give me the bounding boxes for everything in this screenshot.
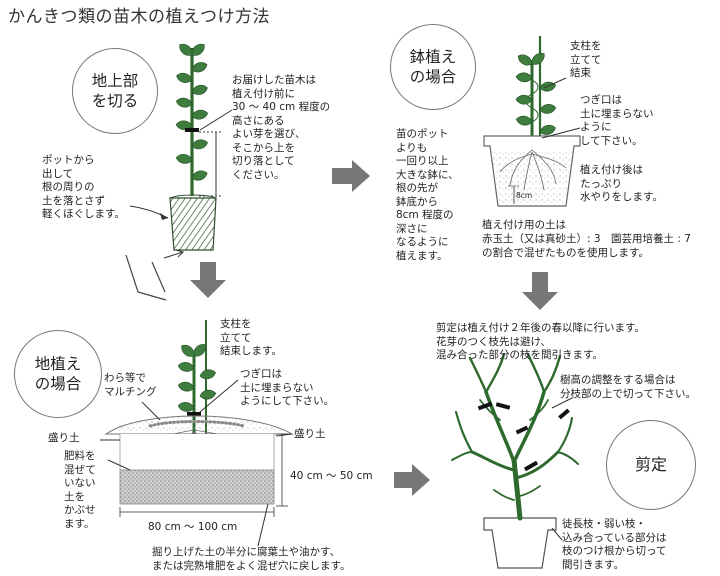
ground-planting-illustration (100, 320, 294, 547)
mulch-note: わら等で マルチング (104, 372, 157, 398)
backfill-note: 掘り上げた土の半分に腐葉土や油かす、 または完熟堆肥をよく混ぜ穴に戻します。 (152, 546, 351, 572)
pot-water-note: 植え付け後は たっぷり 水やりをします。 (580, 164, 663, 203)
mound-left-label: 盛り土 (48, 432, 80, 444)
cutting-note: お届けした苗木は 植え付け前に 30 ～ 40 cm 程度の 高さにある よい芽… (232, 74, 331, 181)
prune-circle-label: 剪定 (606, 420, 696, 510)
root-loosen-note: ポットから 出して 根の周りの 土を落とさず 軽くほぐします。 (42, 154, 125, 220)
pot-planting-illustration (483, 36, 581, 207)
fertilizer-note: 肥料を 混ぜて いない 土を かぶせ ます。 (64, 450, 96, 530)
pot-size-note: 苗のポット よりも 一回り以上 大きな鉢に、 根の先が 鉢底から 8cm 程度の… (396, 128, 459, 262)
cutting-circle-label: 地上部 を切る (72, 48, 158, 134)
prune-thin-note: 徒長枝・弱い枝・ 込み合っている部分は 枝のつけ根から切って 間引きます。 (562, 518, 667, 571)
prune-height-note: 樹高の調整をする場合は 分枝部の上で切って下さい。 (560, 374, 696, 400)
ground-support-note: 支柱を 立てて 結束します。 (220, 318, 282, 357)
pot-depth-label: 8cm (516, 191, 533, 200)
flow-arrows (190, 160, 558, 496)
soil-mix: 赤玉土（又は真砂土）: 3 園芸用培養土 : 7 (482, 233, 691, 245)
prune-tree-illustration (451, 352, 579, 569)
ground-circle-label: 地植え の場合 (14, 330, 102, 418)
ground-graft-note: つぎ口は 土に埋まらない ようにして下さい。 (240, 368, 335, 407)
prune-timing-note: 剪定は植え付け２年後の春以降に行います。 花芽のつく枝先は避け、 混み合った部分… (436, 322, 645, 361)
mound-right-label: 盛り土 (294, 428, 326, 440)
soil-title: 植え付け用の土は (482, 219, 566, 231)
hole-depth-label: 40 cm ～ 50 cm (290, 470, 373, 482)
pot-graft-note: つぎ口は 土に埋まらない ように して下さい。 (580, 94, 654, 147)
hole-width-label: 80 cm ～ 100 cm (148, 521, 238, 533)
pot-circle-label: 鉢植え の場合 (390, 24, 476, 110)
soil-mix-2: の割合で混ぜたものを使用します。 (482, 247, 649, 259)
pot-support-note: 支柱を 立てて 結束 (570, 40, 602, 79)
page-title: かんきつ類の苗木の植えつけ方法 (8, 7, 270, 27)
cutting-seedling-illustration (125, 40, 233, 301)
